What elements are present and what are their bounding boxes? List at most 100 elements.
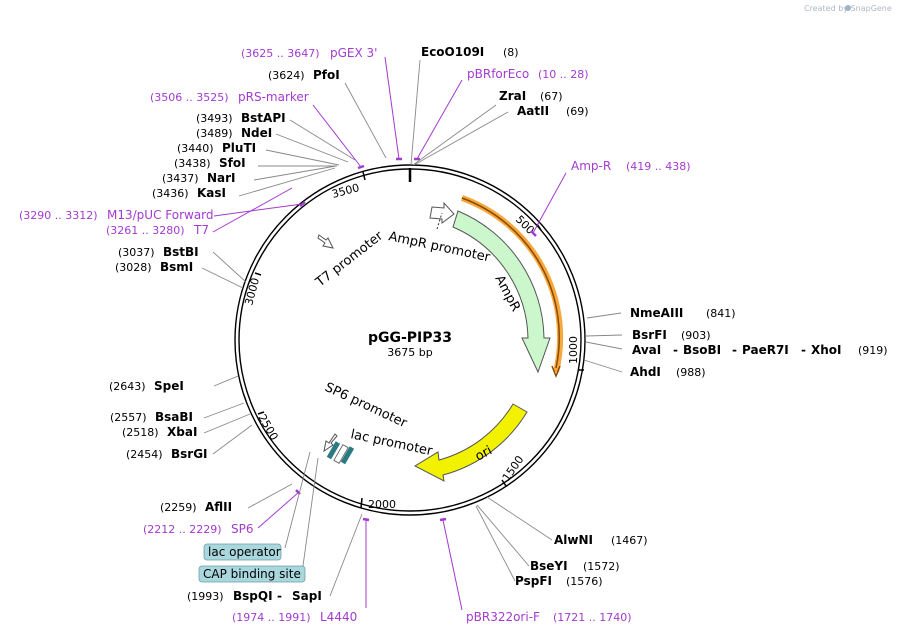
enzyme-bsrfi[interactable]: BsrFI (903) <box>632 328 711 342</box>
ampr-cds-arrow[interactable] <box>452 210 551 374</box>
enzyme-spei[interactable]: (2643) SpeI <box>109 379 184 393</box>
svg-text:(3028): (3028) <box>115 261 152 274</box>
ampr-primer-line <box>461 197 561 369</box>
primer-mark-l4440 <box>362 517 370 522</box>
enzyme-nmeaiii[interactable]: NmeAIII (841) <box>630 306 736 320</box>
svg-text:2500: 2500 <box>255 412 280 443</box>
svg-text:BsrFI: BsrFI <box>632 328 667 342</box>
svg-text:(903): (903) <box>681 329 711 342</box>
lac-promoter-block[interactable] <box>333 444 349 464</box>
enzyme-pluti[interactable]: (3440) PluTI <box>177 141 256 155</box>
svg-text:BstAPI: BstAPI <box>241 111 286 125</box>
svg-text:(2259): (2259) <box>160 501 197 514</box>
enzyme-bstapi[interactable]: (3493) BstAPI <box>196 111 286 125</box>
enzyme-bstbi[interactable]: (3037) BstBI <box>118 245 199 259</box>
svg-text:AflII: AflII <box>205 500 232 514</box>
enzyme-ahdi[interactable]: AhdI (988) <box>630 365 706 379</box>
svg-text:BseYI: BseYI <box>530 559 568 573</box>
enzyme-bsmi[interactable]: (3028) BsmI <box>115 260 193 274</box>
t7-promoter-arrow[interactable] <box>317 234 334 249</box>
primer-pbr322ori-f[interactable]: pBR322ori-F (1721 .. 1740) <box>466 610 632 624</box>
svg-text:(67): (67) <box>540 90 563 103</box>
enzyme-bsabi[interactable]: (2557) BsaBI <box>110 410 193 424</box>
enzyme-ecoo109i[interactable]: EcoO109I (8) <box>421 45 519 59</box>
svg-text:(1721 .. 1740): (1721 .. 1740) <box>553 611 632 624</box>
svg-text:PfoI: PfoI <box>313 68 340 82</box>
svg-text:(919): (919) <box>858 344 888 357</box>
svg-text:(3624): (3624) <box>268 69 305 82</box>
enzyme-sfoi[interactable]: (3438) SfoI <box>174 156 246 170</box>
svg-text:(8): (8) <box>503 46 519 59</box>
enzyme-aatii[interactable]: AatII (69) <box>517 104 589 118</box>
svg-text:BstBI: BstBI <box>163 245 199 259</box>
enzyme-bsrgi[interactable]: (2454) BsrGI <box>126 447 208 461</box>
svg-text:(3037): (3037) <box>118 246 155 259</box>
svg-text:M13/pUC Forward: M13/pUC Forward <box>107 208 214 222</box>
svg-text:(3290 .. 3312): (3290 .. 3312) <box>19 209 98 222</box>
enzyme-xbai[interactable]: (2518) XbaI <box>122 425 197 439</box>
cap-binding-block[interactable] <box>340 446 355 465</box>
primer-amp-r[interactable]: Amp-R (419 .. 438) <box>571 159 691 173</box>
enzyme-ndei[interactable]: (3489) NdeI <box>196 126 272 140</box>
enzyme-kasi[interactable]: (3436) KasI <box>152 186 226 200</box>
svg-text:(2212 .. 2229): (2212 .. 2229) <box>143 523 222 536</box>
svg-text:1000: 1000 <box>567 336 580 364</box>
svg-text:pBR322ori-F: pBR322ori-F <box>466 610 540 624</box>
primer-l4440[interactable]: (1974 .. 1991) L4440 <box>232 610 357 624</box>
primer-mark-m13 <box>299 201 306 207</box>
svg-text:(2518): (2518) <box>122 426 159 439</box>
svg-text:3500: 3500 <box>330 181 360 201</box>
enzyme-pspfi[interactable]: PspFI (1576) <box>515 574 603 588</box>
primer-pbrforeco[interactable]: pBRforEco (10 .. 28) <box>467 67 589 81</box>
plasmid-length: 3675 bp <box>387 346 432 359</box>
primer-m13-puc-forward[interactable]: (3290 .. 3312) M13/pUC Forward <box>19 208 214 222</box>
primer-pgex3[interactable]: (3625 .. 3647) pGEX 3' <box>241 46 377 60</box>
svg-text:PspFI: PspFI <box>515 574 552 588</box>
svg-text:(1467): (1467) <box>611 534 648 547</box>
enzyme-pfoi[interactable]: (3624) PfoI <box>268 68 340 82</box>
svg-text:lac operator: lac operator <box>208 545 281 559</box>
enzyme-nari[interactable]: (3437) NarI <box>162 171 236 185</box>
svg-text:AvaI: AvaI <box>632 343 661 357</box>
plasmid-name: pGG-PIP33 <box>368 330 452 346</box>
ori-arrow[interactable] <box>413 403 528 482</box>
lac-operator-block[interactable] <box>326 441 341 460</box>
svg-text:(3625 .. 3647): (3625 .. 3647) <box>241 47 320 60</box>
svg-text:(988): (988) <box>676 366 706 379</box>
svg-text:(2557): (2557) <box>110 411 147 424</box>
svg-text:BspQI: BspQI <box>233 589 273 603</box>
lac-promoter-label: lac promoter <box>349 427 434 459</box>
svg-text:PluTI: PluTI <box>222 141 256 155</box>
svg-text:-: - <box>673 343 678 357</box>
svg-text:Amp-R: Amp-R <box>571 159 611 173</box>
svg-text:AhdI: AhdI <box>630 365 661 379</box>
cap-binding-site-box[interactable]: CAP binding site <box>198 565 306 583</box>
primer-prsmarker[interactable]: (3506 .. 3525) pRS-marker <box>150 90 309 104</box>
enzyme-aflii[interactable]: (2259) AflII <box>160 500 232 514</box>
svg-text:(1576): (1576) <box>566 575 603 588</box>
svg-text:pGEX 3': pGEX 3' <box>330 46 377 60</box>
svg-text:SapI: SapI <box>292 589 322 603</box>
primer-sp6[interactable]: (2212 .. 2229) SP6 <box>143 522 254 536</box>
svg-text:AatII: AatII <box>517 104 549 118</box>
svg-text:BsrGI: BsrGI <box>171 447 208 461</box>
svg-text:BsmI: BsmI <box>160 260 193 274</box>
enzyme-zrai[interactable]: ZraI (67) <box>499 89 563 103</box>
primer-t7[interactable]: (3261 .. 3280) T7 <box>106 223 209 237</box>
enzyme-ava-group[interactable]: AvaI - BsoBI - PaeR7I - XhoI (919) <box>632 343 888 357</box>
ampr-promoter-junction <box>436 212 443 230</box>
svg-text:pBRforEco: pBRforEco <box>467 67 529 81</box>
svg-text:XbaI: XbaI <box>167 425 197 439</box>
svg-text:(2643): (2643) <box>109 380 146 393</box>
enzyme-alwni[interactable]: AlwNI (1467) <box>554 533 648 547</box>
svg-text:-: - <box>801 343 806 357</box>
enzyme-bseyi[interactable]: BseYI (1572) <box>530 559 620 573</box>
sp6-promoter-label: SP6 promoter <box>322 380 409 431</box>
svg-text:EcoO109I: EcoO109I <box>421 45 484 59</box>
enzyme-bspqi-sapi[interactable]: (1993) BspQI - SapI <box>187 589 322 603</box>
svg-text:(3261 .. 3280): (3261 .. 3280) <box>106 224 185 237</box>
lac-operator-box[interactable]: lac operator <box>203 543 282 561</box>
enzyme-connectors <box>201 59 623 597</box>
sp6-promoter-arrow[interactable] <box>323 433 338 453</box>
